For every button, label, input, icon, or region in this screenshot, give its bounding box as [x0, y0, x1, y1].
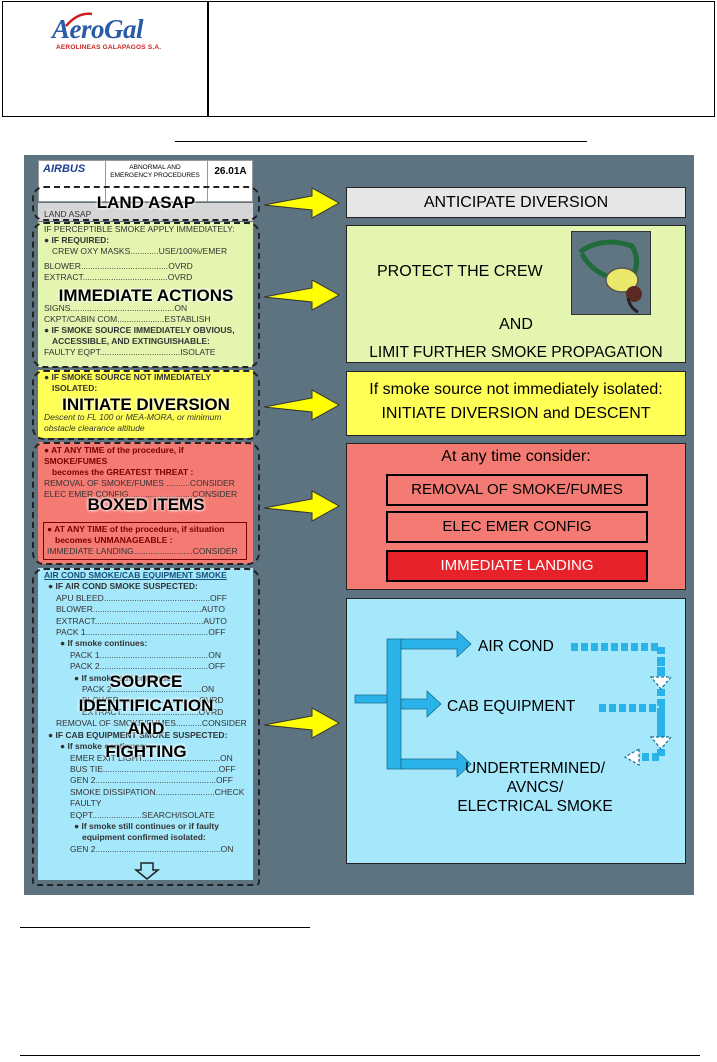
label-source-4: FIGHTING — [105, 742, 187, 761]
anticipate-diversion-box: ANTICIPATE DIVERSION — [346, 187, 686, 218]
flow-arrow-cab-equipment — [400, 690, 442, 718]
logo-subtitle: AEROLINEAS GALAPAGOS S.A. — [56, 44, 162, 51]
label-source-1: SOURCE — [109, 672, 183, 691]
arrow-source-identification-icon — [263, 707, 341, 739]
logo-wordmark: AeroGal — [52, 14, 144, 44]
footnote-rule — [20, 927, 310, 928]
label-initiate-diversion: INITIATE DIVERSION — [62, 395, 230, 414]
source-identification-strip: AIR COND SMOKE/CAB EQUIPMENT SMOKE ● IF … — [38, 568, 253, 880]
consider-title: At any time consider: — [441, 448, 591, 465]
unmanageable-box: ● AT ANY TIME of the procedure, if situa… — [43, 522, 247, 560]
label-source-3: AND — [127, 719, 165, 738]
immediate-actions-outline — [32, 222, 260, 368]
flow-diagram — [354, 630, 673, 778]
arrow-initiate-diversion-icon — [263, 389, 341, 421]
fcom-title-line1: ABNORMAL AND — [129, 164, 181, 171]
diversion-descent-box: If smoke source not immediately isolated… — [346, 371, 686, 436]
initiate-diversion-strip: ● IF SMOKE SOURCE NOT IMMEDIATELY ISOLAT… — [38, 370, 253, 438]
oxygen-mask-icon — [578, 239, 642, 314]
fcom-code: 26.01A — [207, 161, 253, 202]
footer-rule — [20, 1055, 700, 1056]
fcom-title-line2: EMERGENCY PROCEDURES — [110, 172, 200, 179]
air-cond-label: AIR COND — [478, 638, 554, 655]
and-text: AND — [499, 316, 533, 333]
diversion-line1: If smoke source not immediately isolated… — [369, 381, 663, 398]
undetermined-line3: ELECTRICAL SMOKE — [457, 798, 613, 815]
boxed-items-strip: ● AT ANY TIME of the procedure, if SMOKE… — [38, 442, 253, 564]
protect-crew-box: PROTECT THE CREW AND LIMIT FURTHER SMOKE… — [346, 225, 686, 363]
consider-box: At any time consider: REMOVAL OF SMOKE/F… — [346, 443, 686, 590]
fcom-header: AIRBUS ABNORMAL AND EMERGENCY PROCEDURES… — [38, 160, 253, 202]
label-immediate-actions: IMMEDIATE ACTIONS — [58, 286, 234, 305]
continue-down-arrow-icon — [134, 862, 160, 880]
elec-emer-config-box: ELEC EMER CONFIG — [386, 511, 648, 543]
logo-swoosh-icon — [65, 12, 93, 27]
land-asap-strip: LAND ASAP — [38, 203, 253, 221]
flow-trunk — [386, 638, 402, 770]
header-divider — [207, 2, 209, 116]
dashed-arrowhead-1 — [649, 676, 673, 690]
immediate-lines: IF PERCEPTIBLE SMOKE APPLY IMMEDIATELY: … — [44, 224, 235, 357]
oxygen-mask-image — [571, 231, 651, 315]
dashed-arrowhead-3 — [623, 747, 640, 767]
dashed-return — [637, 659, 665, 761]
source-identification-outline — [32, 568, 260, 886]
flow-arrow-air-cond — [400, 630, 472, 658]
document-header — [2, 1, 715, 117]
dashed-air-cond — [571, 643, 665, 679]
flow-arrow-undetermined — [400, 750, 472, 778]
immediate-landing-box: IMMEDIATE LANDING — [386, 550, 648, 582]
arrow-immediate-actions-icon — [263, 279, 341, 311]
label-source-2: IDENTIFICATION — [78, 696, 214, 715]
undetermined-line2: AVNCS/ — [506, 779, 564, 796]
dashed-arrowhead-2 — [649, 736, 673, 750]
removal-smoke-box: REMOVAL OF SMOKE/FUMES — [386, 474, 648, 506]
title-underline — [175, 141, 587, 142]
diversion-line2: INITIATE DIVERSION and DESCENT — [381, 405, 651, 422]
airbus-logo: AIRBUS — [43, 163, 86, 175]
limit-propagation-text: LIMIT FURTHER SMOKE PROPAGATION — [369, 344, 663, 361]
anticipate-diversion-text: ANTICIPATE DIVERSION — [423, 194, 609, 211]
initiate-diversion-outline — [32, 370, 260, 440]
arrow-land-asap-icon — [263, 187, 341, 219]
undetermined-line1: UNDERTERMINED/ — [464, 760, 606, 777]
label-land-asap: LAND ASAP — [96, 193, 196, 212]
aerogal-logo: AeroGal AEROLINEAS GALAPAGOS S.A. — [30, 10, 188, 54]
flow-entry-arrow — [354, 694, 388, 704]
cab-equipment-label: CAB EQUIPMENT — [447, 698, 576, 715]
boxed-items-outline — [32, 442, 260, 565]
arrow-boxed-items-icon — [263, 490, 341, 522]
land-asap-outline — [32, 186, 260, 221]
undetermined-label: UNDERTERMINED/ AVNCS/ ELECTRICAL SMOKE — [430, 759, 640, 816]
immediate-actions-strip: IF PERCEPTIBLE SMOKE APPLY IMMEDIATELY: … — [38, 222, 253, 367]
dashed-cab-eq — [599, 704, 665, 739]
label-boxed-items: BOXED ITEMS — [87, 495, 205, 514]
protect-crew-text: PROTECT THE CREW — [377, 263, 543, 280]
